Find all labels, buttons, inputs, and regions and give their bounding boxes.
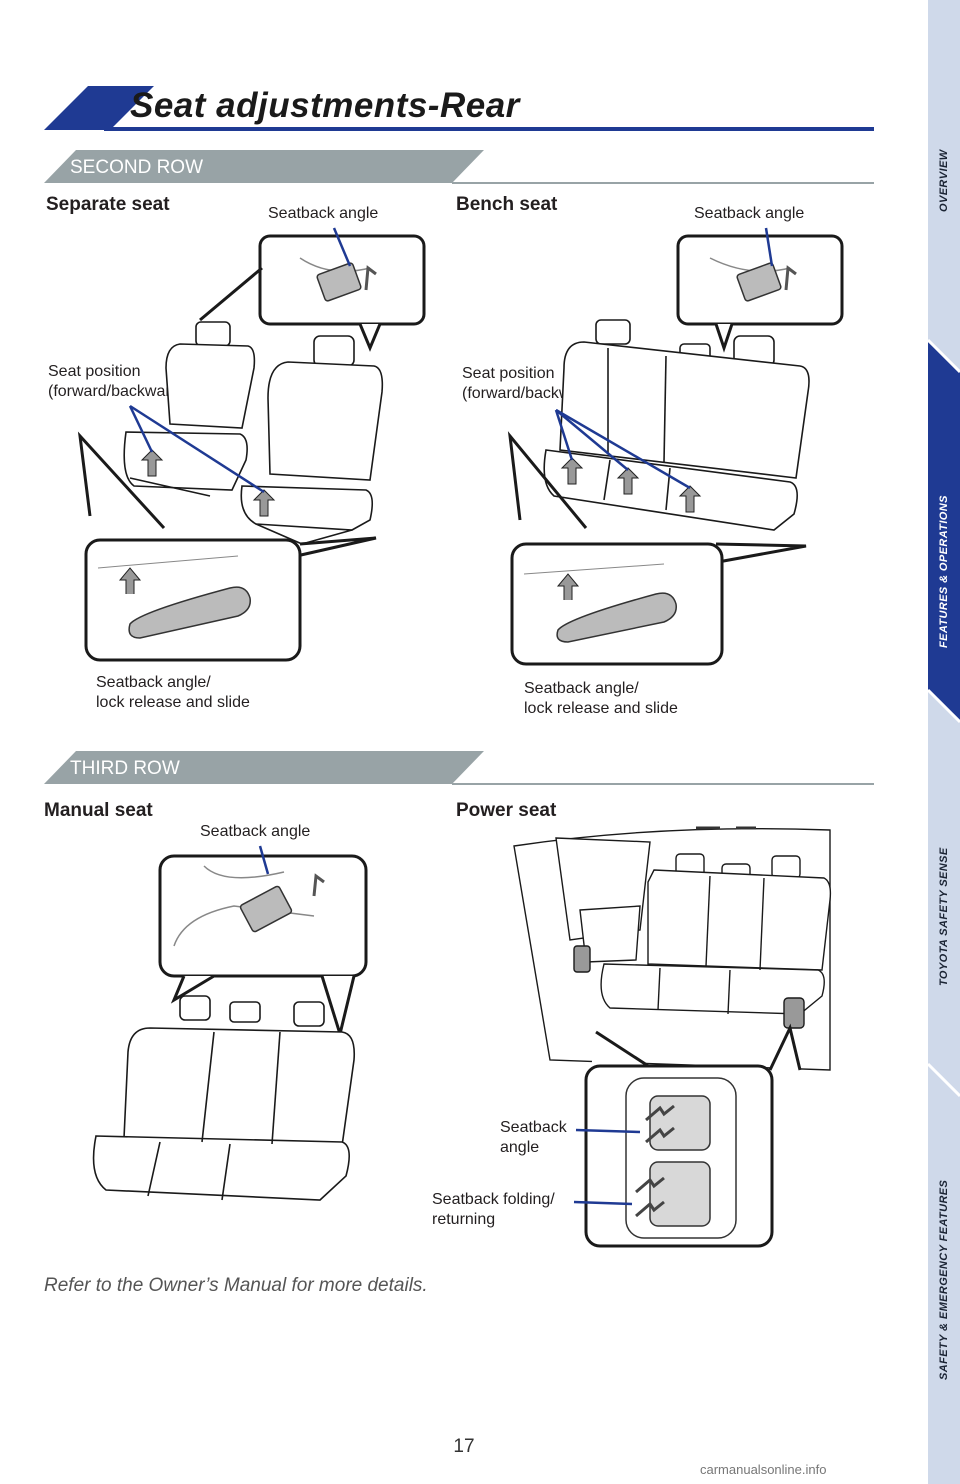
separate-seat-illustration <box>77 227 426 662</box>
bench-seatback-angle-label: Seatback angle <box>694 205 805 222</box>
page-title: Seat adjustments-Rear <box>130 86 520 125</box>
sidebar-tab-safety-emergency[interactable]: SAFETY & EMERGENCY FEATURES <box>938 1179 950 1380</box>
bench-seat-illustration <box>507 227 844 666</box>
bench-lock-release-label: Seatback angle/ lock release and slide <box>524 680 678 717</box>
owners-manual-note: Refer to the Owner’s Manual for more det… <box>44 1275 428 1296</box>
section-label-second-row: SECOND ROW <box>70 157 203 178</box>
title-bar <box>44 86 874 131</box>
power-seatback-angle-label: Seatback angle <box>500 1119 567 1156</box>
section-label-third-row: THIRD ROW <box>70 758 180 779</box>
power-folding-label: Seatback folding/ returning <box>432 1191 555 1228</box>
watermark: carmanualsonline.info <box>700 1462 827 1477</box>
sidebar-tab-overview[interactable]: OVERVIEW <box>938 149 950 213</box>
separate-lock-release-label: Seatback angle/ lock release and slide <box>96 674 250 711</box>
sidebar-tab-toyota-safety-sense[interactable]: TOYOTA SAFETY SENSE <box>938 847 950 986</box>
page-number: 17 <box>453 1436 475 1457</box>
sidebar-tabs-shape <box>926 0 960 1484</box>
manual-seat-heading: Manual seat <box>44 800 153 821</box>
separate-seat-heading: Separate seat <box>46 194 170 215</box>
section-banner-third-row <box>44 751 874 785</box>
manual-seatback-angle-label: Seatback angle <box>200 823 311 840</box>
power-seat-heading: Power seat <box>456 800 557 821</box>
bench-seat-heading: Bench seat <box>456 194 558 215</box>
power-seat-illustration <box>513 826 832 1248</box>
section-banner-second-row <box>44 150 874 184</box>
sidebar-tab-features-operations[interactable]: FEATURES & OPERATIONS <box>938 495 950 648</box>
sidebar-nav: OVERVIEW FEATURES & OPERATIONS TOYOTA SA… <box>926 0 960 1484</box>
manual-seat-illustration <box>92 845 368 1201</box>
separate-seat-position-label: Seat position (forward/backward) <box>48 363 185 400</box>
separate-seatback-angle-label: Seatback angle <box>268 205 379 222</box>
